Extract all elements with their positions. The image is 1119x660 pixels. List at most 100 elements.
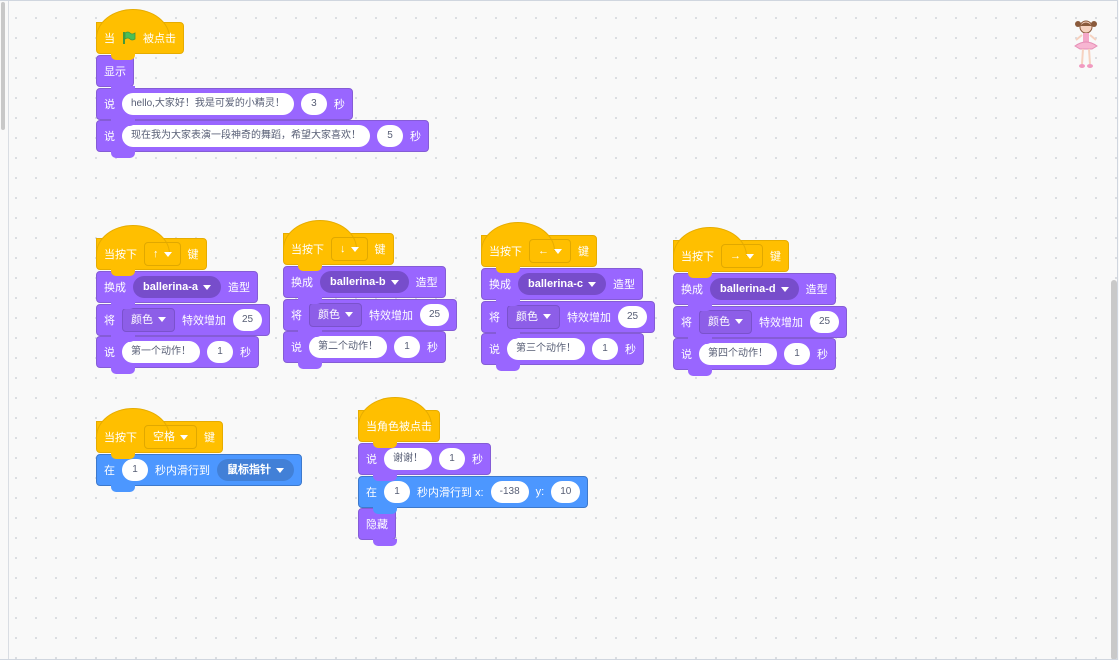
text-input[interactable]: 10 [551,480,581,503]
chevron-down-icon [350,246,359,252]
dropdown-value: ballerina-a [143,281,199,293]
workspace-left-edge [8,0,9,660]
text-input[interactable]: hello,大家好！我是可爱的小精灵！ [122,92,294,115]
block-label: 换成 [681,284,703,296]
dropdown[interactable]: ← [529,239,571,263]
chevron-down-icon [554,248,562,254]
round-dropdown[interactable]: ballerina-c [518,273,607,295]
block-label: 秒内滑行到 x: [417,486,484,499]
chevron-down-icon [746,253,754,259]
dropdown-value: 颜色 [708,315,730,328]
text-input[interactable]: 1 [439,448,465,470]
dropdown[interactable]: 颜色 [122,307,175,332]
block-label: 将 [489,311,500,324]
dropdown-value: ↓ [340,243,346,255]
round-dropdown[interactable]: ballerina-d [710,278,799,300]
hat-block[interactable]: 当按下空格键 [96,408,223,459]
text-input[interactable]: 1 [394,336,420,358]
left-scrollbar-thumb[interactable] [1,2,5,130]
text-input[interactable]: 1 [122,459,148,481]
block-label: 秒 [427,342,438,354]
block-label: 键 [770,251,781,263]
text-input[interactable]: 1 [207,341,233,363]
hat-block[interactable]: 当按下 → 键 [673,227,789,278]
dropdown[interactable]: ↓ [331,237,368,261]
dropdown-value: ↑ [153,248,159,260]
text-input[interactable]: 1 [384,480,410,503]
dropdown[interactable]: 颜色 [699,309,752,334]
block-label: 秒 [333,98,345,111]
dropdown-value: ← [538,245,549,257]
hat-block[interactable]: 当角色被点击 [358,397,440,448]
block-label: 说 [366,454,377,466]
block-label: 将 [104,314,115,327]
text-input[interactable]: 第一个动作！ [122,341,200,363]
dropdown-value: 空格 [153,431,175,443]
text-input[interactable]: 第二个动作！ [309,336,387,358]
chevron-down-icon [158,317,166,322]
chevron-down-icon [163,251,172,257]
block-label: 被点击 [143,33,176,45]
block-label: 说 [104,131,115,143]
text-input[interactable]: 25 [420,303,450,326]
block-label: 特效增加 [567,311,611,324]
dropdown[interactable]: ↑ [144,242,181,266]
text-input[interactable]: 第三个动作！ [507,338,585,360]
dropdown-value: ballerina-c [528,278,584,290]
block-label: 将 [681,316,692,329]
chevron-down-icon [780,286,789,292]
block-label: 键 [204,432,215,444]
hat-block[interactable]: 当按下↓键 [283,220,394,271]
block-label: 当按下 [291,244,324,256]
looks-block[interactable]: 将 颜色 特效增加 25 [481,300,656,339]
block-label: 说 [291,342,302,354]
dropdown[interactable]: 颜色 [309,302,362,327]
text-input[interactable]: 现在我为大家表演一段神奇的舞蹈，希望大家喜欢！ [122,125,370,147]
text-input[interactable]: 第四个动作！ [699,343,777,365]
text-input[interactable]: 25 [618,305,648,328]
round-dropdown[interactable]: ballerina-a [133,276,222,298]
text-input[interactable]: 25 [233,308,263,331]
hat-block[interactable]: 当按下←键 [481,222,597,273]
dropdown-value: 颜色 [516,310,538,323]
text-input[interactable]: 5 [377,125,403,147]
text-input[interactable]: 1 [784,343,810,365]
dropdown[interactable]: 颜色 [507,304,560,329]
chevron-down-icon [180,434,188,440]
dropdown[interactable]: 空格 [144,425,197,449]
round-dropdown[interactable]: ballerina-b [320,271,409,293]
looks-block[interactable]: 换成 ballerina-d 造型 [673,273,836,311]
block-label: 造型 [415,277,438,289]
chevron-down-icon [203,284,212,290]
round-dropdown[interactable]: 鼠标指针 [217,459,294,481]
hat-block[interactable]: 当被点击 [96,9,184,60]
text-input[interactable]: 3 [300,92,327,115]
block-label: 说 [489,344,500,356]
hat-block[interactable]: 当按下↑键 [96,225,207,276]
text-input[interactable]: 25 [810,310,840,333]
block-label: 说 [104,98,115,111]
block-label: 秒 [240,347,251,359]
vertical-scrollbar[interactable] [1111,280,1117,660]
dropdown-value: 颜色 [131,313,153,326]
text-input[interactable]: 1 [592,338,618,360]
block-label: 造型 [805,284,828,296]
chevron-down-icon [345,312,353,317]
dropdown[interactable]: → [721,244,763,268]
text-input[interactable]: 谢谢！ [384,448,432,470]
block-label: 键 [578,246,589,258]
text-input[interactable]: -138 [490,480,529,503]
green-flag-icon [122,31,136,45]
block-label: 当按下 [681,251,714,263]
block-label: 秒内滑行到 [155,465,210,477]
